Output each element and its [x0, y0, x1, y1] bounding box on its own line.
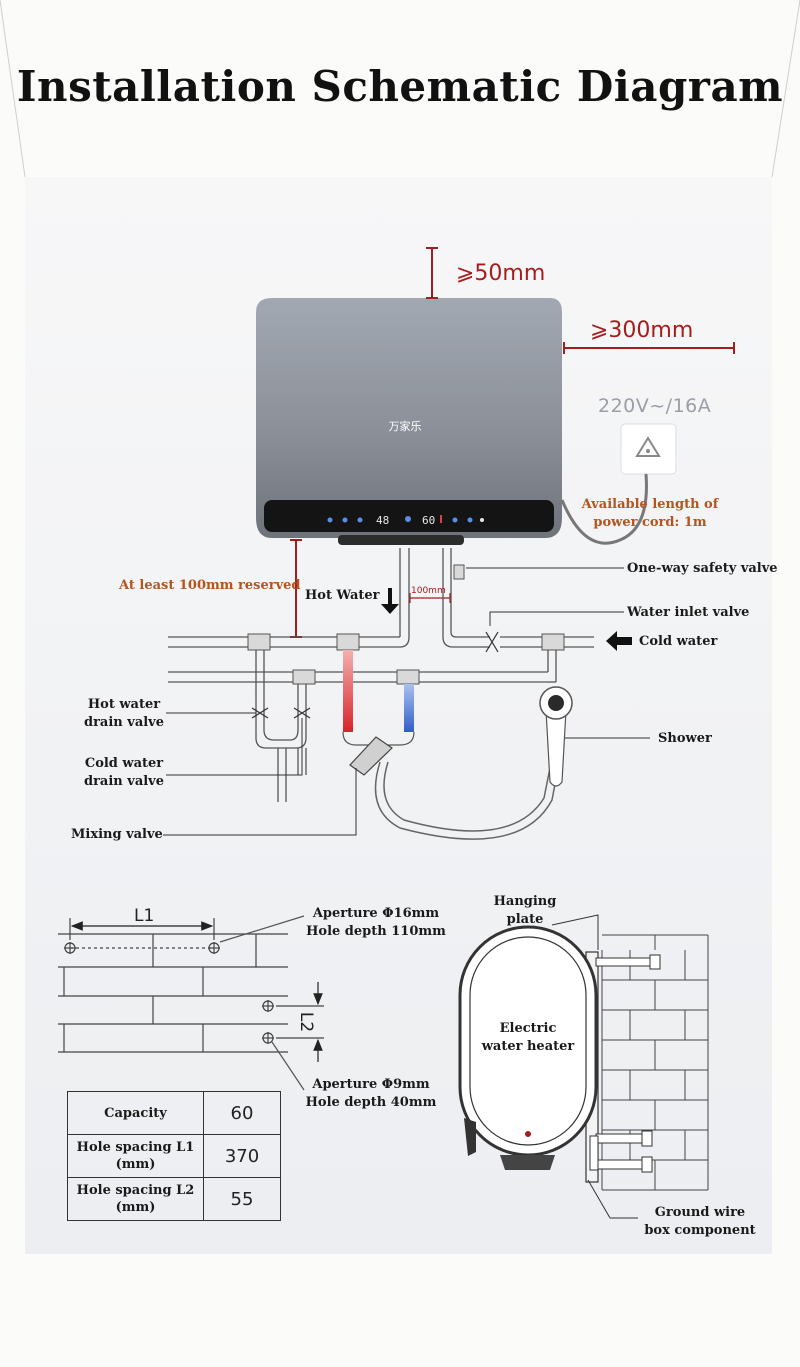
- brand-logo: 万家乐: [389, 419, 422, 433]
- spec-table: Capacity 60 Hole spacing L1 (mm) 370 Hol…: [67, 1091, 281, 1221]
- l1-label: L1: [134, 906, 155, 926]
- spec-value: 60: [203, 1091, 281, 1135]
- water-heater-tank: 万家乐 48 60: [256, 298, 562, 545]
- bottom-clearance-label: At least 100mm reserved: [119, 578, 301, 593]
- pipe-network: [168, 548, 594, 840]
- shower-head-icon: [539, 686, 573, 787]
- page-title: Installation Schematic Diagram: [16, 62, 784, 111]
- shower-label: Shower: [658, 731, 712, 746]
- hot-water-drain-valve-label: Hot water drain valve: [83, 697, 165, 730]
- valves: [251, 631, 499, 719]
- display-right: 60: [422, 514, 435, 527]
- table-row: Hole spacing L1 (mm) 370: [67, 1134, 281, 1178]
- cold-pipe: [404, 684, 414, 732]
- electric-heater-label: Electric water heater: [481, 1021, 575, 1054]
- table-row: Capacity 60: [67, 1091, 281, 1135]
- hot-water-label: Hot Water: [305, 588, 380, 603]
- one-way-safety-valve-label: One-way safety valve: [627, 561, 778, 576]
- spec-value: 370: [203, 1134, 281, 1178]
- table-row: Hole spacing L2 (mm) 55: [67, 1177, 281, 1221]
- ground-wire-box-label: Ground wire box component: [644, 1205, 756, 1238]
- cold-water-arrow-icon: [606, 631, 632, 651]
- power-cord: [560, 473, 648, 545]
- mixing-valve-label: Mixing valve: [71, 827, 163, 842]
- display-left: 48: [376, 514, 389, 527]
- aperture-16-label: Aperture Φ16mm Hole depth 110mm: [306, 906, 446, 939]
- side-clearance-label: ⩾300mm: [590, 318, 694, 343]
- spec-key: Capacity: [67, 1091, 204, 1135]
- side-mount-drawing: [458, 914, 709, 1219]
- l2-label: L2: [296, 1011, 317, 1033]
- spec-value: 55: [203, 1177, 281, 1221]
- hot-pipe: [343, 650, 353, 732]
- wall-hole-drawing: [58, 915, 324, 1091]
- leader-lines: [163, 567, 650, 836]
- hanging-plate-label: Hanging plate: [493, 894, 557, 927]
- cold-water-label: Cold water: [639, 634, 718, 649]
- pipe-fittings: [247, 564, 565, 685]
- spec-key: Hole spacing L1 (mm): [67, 1134, 204, 1178]
- spec-key: Hole spacing L2 (mm): [67, 1177, 204, 1221]
- mixing-valve-icon: [349, 736, 393, 776]
- power-socket-icon: [620, 423, 677, 475]
- power-cord-note: Available length of power cord: 1m: [581, 497, 719, 530]
- water-inlet-valve-label: Water inlet valve: [627, 605, 750, 620]
- pipe-gap-label: 100mm: [411, 586, 446, 596]
- hot-water-arrow-icon: [381, 588, 399, 614]
- top-clearance-label: ⩾50mm: [456, 261, 546, 286]
- aperture-9-label: Aperture Φ9mm Hole depth 40mm: [305, 1077, 437, 1110]
- cold-water-drain-valve-label: Cold water drain valve: [83, 756, 165, 789]
- power-rating-label: 220V~/16A: [598, 395, 712, 417]
